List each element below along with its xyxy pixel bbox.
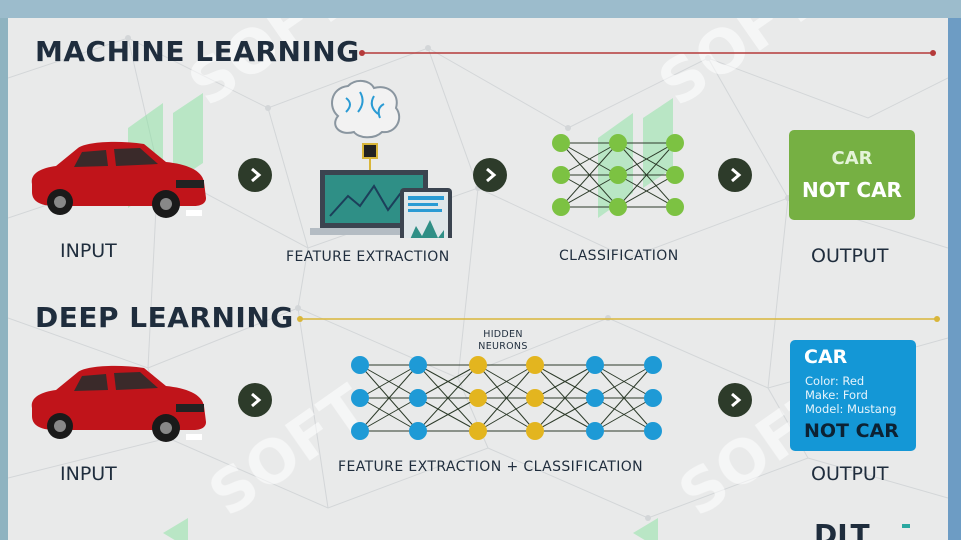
neuron-node — [586, 422, 604, 440]
network-edge — [417, 364, 479, 399]
hidden-label-line2: NEURONS — [478, 341, 528, 352]
neuron-node — [409, 389, 427, 407]
dl-input-label: INPUT — [60, 463, 117, 485]
car-illustration — [31, 365, 206, 442]
neuron-node — [351, 356, 369, 374]
company-logo: DLT — [814, 520, 910, 540]
dl-output-not-car: NOT CAR — [804, 420, 899, 442]
ml-output-car: CAR — [831, 148, 873, 169]
network-edge — [477, 397, 536, 432]
ml-output-not-car: NOT CAR — [802, 178, 902, 202]
neuron-node — [644, 422, 662, 440]
hidden-neuron-node — [469, 356, 487, 374]
network-edge — [417, 364, 479, 432]
network-edge — [534, 397, 596, 432]
network-edge — [417, 397, 479, 432]
dl-accent-line — [297, 316, 940, 322]
chevron-right-icon — [238, 158, 272, 192]
tablet-chart-icon — [400, 188, 452, 238]
dl-output-box: CAR Color: Red Make: Ford Model: Mustang… — [790, 340, 916, 451]
neuron-node — [586, 356, 604, 374]
neuron-node — [351, 389, 369, 407]
infographic-panel: SOFT SOFT SOFT SOFT MACHINE LEARNING INP… — [8, 18, 948, 540]
top-strip — [0, 0, 961, 18]
hidden-neuron-node — [526, 389, 544, 407]
dl-process-label: FEATURE EXTRACTION + CLASSIFICATION — [338, 459, 644, 475]
dl-output-car: CAR — [804, 346, 848, 368]
logo-text: DLT — [814, 520, 870, 540]
deep-neural-network — [351, 356, 662, 440]
neuron-node — [586, 389, 604, 407]
network-edge — [477, 364, 536, 432]
chevron-right-icon — [473, 158, 507, 192]
hidden-neuron-node — [469, 422, 487, 440]
dl-output-label: OUTPUT — [811, 463, 889, 485]
network-edge — [534, 364, 596, 432]
machine-learning-title: MACHINE LEARNING — [35, 35, 360, 68]
car-illustration — [31, 141, 206, 218]
watermark-layer: SOFT SOFT SOFT SOFT — [128, 18, 851, 540]
network-edge — [594, 364, 654, 399]
hidden-label-line1: HIDDEN — [483, 329, 523, 340]
chevron-right-icon — [238, 383, 272, 417]
dl-output-model: Model: Mustang — [805, 402, 897, 416]
dl-output-make: Make: Ford — [805, 388, 868, 402]
ml-feature-label: FEATURE EXTRACTION — [286, 249, 450, 265]
network-edge — [359, 397, 419, 432]
hidden-neuron-node — [526, 422, 544, 440]
chevron-right-icon — [718, 158, 752, 192]
ml-accent-line — [359, 50, 936, 56]
ml-output-label: OUTPUT — [811, 245, 889, 267]
hidden-neuron-node — [469, 389, 487, 407]
dl-output-color: Color: Red — [805, 374, 865, 388]
ml-input-label: INPUT — [60, 240, 117, 262]
feature-extraction-illustration — [310, 80, 452, 238]
hidden-neurons-label: HIDDEN NEURONS — [468, 329, 538, 353]
right-strip — [948, 18, 961, 540]
ml-classification-label: CLASSIFICATION — [559, 248, 679, 264]
network-edge — [594, 364, 654, 432]
ml-output-box: CAR NOT CAR — [789, 130, 915, 220]
chevron-right-icon — [718, 383, 752, 417]
neural-network-icon — [552, 134, 684, 216]
neuron-node — [644, 389, 662, 407]
network-edge — [477, 364, 536, 399]
hidden-neuron-node — [526, 356, 544, 374]
network-edge — [359, 364, 419, 432]
brain-chip-icon — [331, 80, 401, 170]
watermark-text: SOFT — [646, 18, 830, 120]
neuron-node — [644, 356, 662, 374]
neuron-node — [409, 356, 427, 374]
network-edge — [594, 397, 654, 432]
neuron-node — [409, 422, 427, 440]
network-edge — [359, 364, 419, 399]
neuron-node — [351, 422, 369, 440]
network-edge — [534, 364, 596, 399]
deep-learning-title: DEEP LEARNING — [35, 301, 294, 334]
